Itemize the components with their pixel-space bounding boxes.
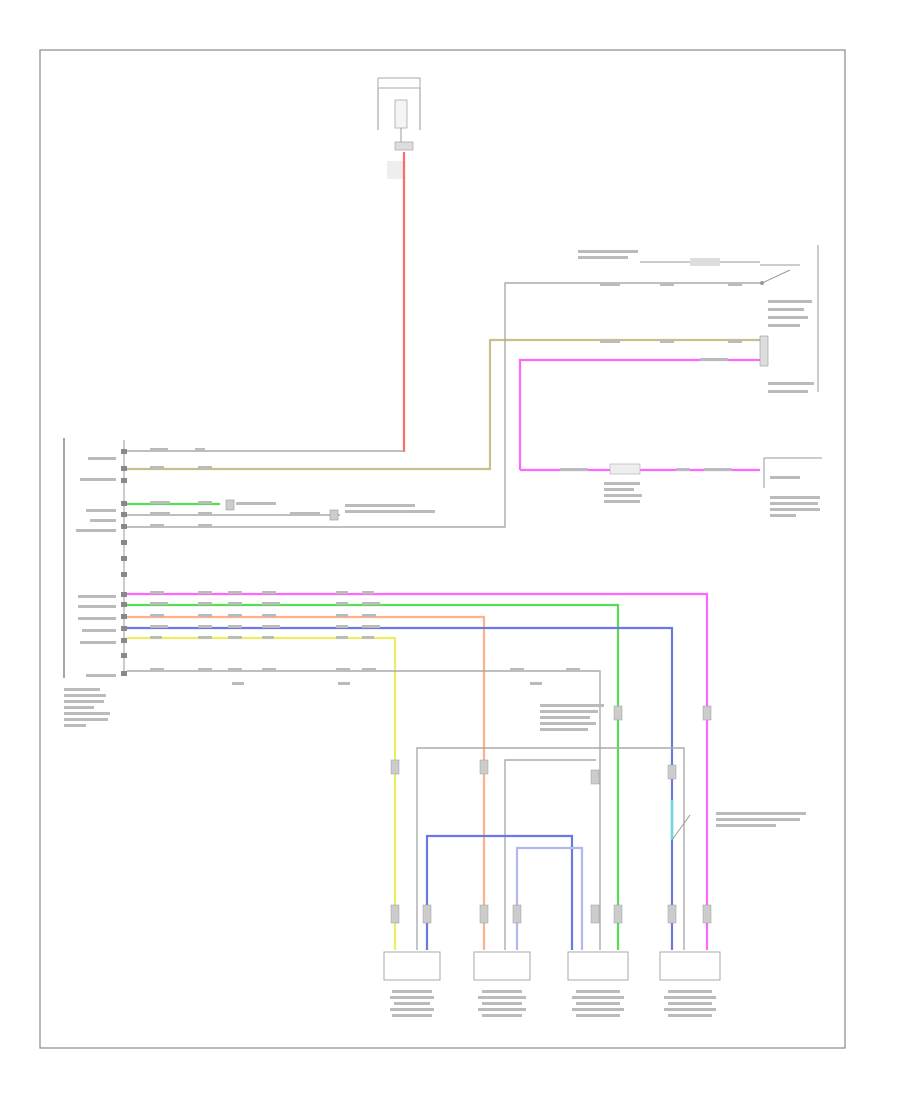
wire-magenta-upper <box>518 358 760 470</box>
switch-middle-right <box>759 335 814 393</box>
wire-green-sensor <box>127 603 620 950</box>
wire-orange-sensor <box>127 615 486 950</box>
wire-magenta-sensor <box>127 592 709 950</box>
sensor-right-rear <box>659 951 721 1017</box>
switch-lower-right <box>604 457 822 517</box>
wire-blue-sensor <box>127 626 674 950</box>
wire-ground <box>127 670 601 950</box>
module-pin-labels <box>76 457 116 677</box>
control-module <box>63 438 127 727</box>
wire-splice <box>225 499 435 521</box>
wire-yellow-sensor <box>127 636 397 950</box>
switch-upper-right <box>578 245 819 392</box>
sensor-right-front <box>567 951 629 1017</box>
sensor-left-rear <box>473 951 531 1017</box>
fuse-block <box>377 77 421 179</box>
inline-connectors <box>390 705 712 924</box>
sensor-left-front <box>383 951 441 1017</box>
wire-gray-switch <box>127 282 760 528</box>
module-caption <box>64 688 110 727</box>
wire-olive <box>127 338 760 471</box>
harness-labels <box>150 283 742 685</box>
module-pins <box>121 449 127 676</box>
diagram-frame <box>39 49 846 1049</box>
